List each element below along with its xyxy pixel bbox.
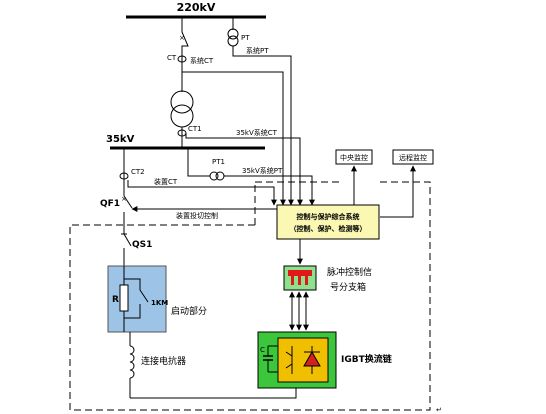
reactor-coil [129, 345, 135, 379]
c-label: C [260, 346, 265, 354]
breaker-x-220: × [179, 34, 185, 42]
pt1-symbol-right [215, 171, 225, 181]
ct2-label: CT2 [131, 168, 145, 176]
central-monitor-label: 中央监控 [340, 153, 368, 162]
pt1-feeder [187, 148, 210, 177]
pulse-pin-1 [291, 276, 294, 285]
pt1-symbol-left [209, 171, 219, 181]
ct1-label: CT1 [188, 125, 202, 133]
sys-pt-label: 系统PT [246, 46, 269, 55]
igbt-label: IGBT换流链 [341, 353, 393, 365]
qf1-x: × [121, 195, 127, 203]
pt1-signal [224, 175, 315, 206]
km-bypass-lower [124, 304, 141, 319]
start-part-label: 启动部分 [171, 305, 207, 317]
start-part-box [107, 265, 167, 333]
sys-pt-signal [232, 46, 294, 206]
qs1-switch [123, 233, 132, 247]
dashed-enclosure [69, 181, 431, 411]
qf1-label: QF1 [100, 199, 120, 209]
pt-symbol-top [227, 28, 239, 40]
pt-symbol-bottom [227, 35, 239, 47]
sys-ct-label: 系统CT [190, 56, 214, 65]
km-bypass-upper [124, 278, 149, 303]
bus-220kv-label: 220kV [177, 1, 216, 14]
igbt-module [277, 337, 329, 383]
central-monitor-box [335, 149, 373, 165]
pt1-desc-label: 35kV系统PT [242, 166, 283, 175]
main-feeder-220 [181, 17, 189, 92]
pulse-pin-3 [305, 276, 308, 285]
pulse-pin-2 [298, 276, 301, 285]
ct-symbol-220 [177, 55, 187, 63]
ct1-signal [185, 133, 303, 206]
bus-35kv-label: 35kV [106, 134, 135, 145]
ct-label: CT [167, 54, 177, 62]
km-label: 1KM [151, 299, 168, 307]
transformer-winding-top [170, 90, 194, 114]
switch-ctrl-label: 装置投切控制 [176, 211, 218, 220]
transformer-winding-bottom [170, 104, 194, 128]
pulse-red-bar [288, 270, 312, 276]
pulse-label-line2: 号分支箱 [330, 281, 366, 293]
ct1-desc-label: 35kV系统CT [236, 128, 278, 137]
pulse-label-line1: 脉冲控制信 [327, 266, 372, 278]
igbt-diode-icon [303, 350, 321, 367]
control-system-box [276, 204, 380, 240]
pt-label: PT [241, 34, 250, 42]
qs1-label: QS1 [132, 240, 152, 250]
dev-ct-label: 装置CT [154, 177, 178, 186]
control-system-title: 控制与保护综合系统 [297, 212, 360, 221]
resistor-r [119, 284, 129, 312]
reactor-label: 连接电抗器 [141, 355, 186, 367]
ct2-signal [127, 180, 277, 206]
remote-signal [380, 165, 416, 218]
r-label: R [112, 295, 119, 305]
remote-monitor-label: 远程监控 [399, 153, 427, 162]
control-system-subtitle: （控制、保护、检测等） [290, 224, 367, 233]
igbt-switch-1-gate [285, 351, 293, 369]
qf1-breaker [123, 195, 133, 209]
pt1-label: PT1 [212, 158, 225, 166]
return-mark: ↵ [436, 406, 442, 414]
reactor-to-igbt [130, 388, 297, 399]
ct2-symbol [119, 172, 129, 180]
remote-monitor-box [392, 149, 434, 165]
